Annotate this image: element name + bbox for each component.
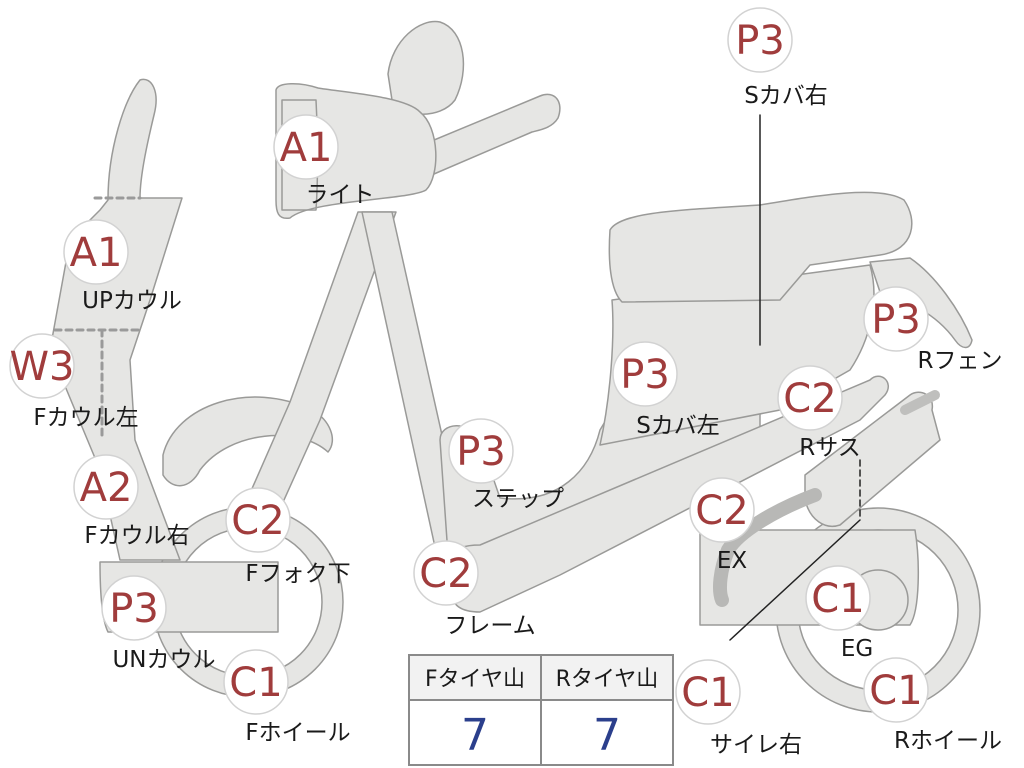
tire-tread-table: Fタイヤ山 Rタイヤ山 7 7 xyxy=(408,654,674,766)
front-tire-header: Fタイヤ山 xyxy=(425,667,525,692)
grade-code: P3 xyxy=(871,297,921,343)
part-badge-light: A1 ライト xyxy=(273,114,375,208)
grade-code: A1 xyxy=(70,230,123,276)
grade-badge-circle xyxy=(9,333,75,399)
rear-tire-header: Rタイヤ山 xyxy=(556,667,659,692)
grade-badge-circle xyxy=(101,575,167,641)
grade-code: C2 xyxy=(783,376,836,422)
rear-tire-value: 7 xyxy=(593,710,621,761)
grade-code: A2 xyxy=(80,465,133,511)
part-label: サイレ右 xyxy=(710,732,802,758)
part-label: Fフォク下 xyxy=(245,561,350,587)
part-label: Sカバ左 xyxy=(636,413,720,439)
part-label: EX xyxy=(717,548,748,574)
grade-badge-circle xyxy=(675,659,741,725)
part-badge-step: P3 ステップ xyxy=(448,418,564,512)
part-label: Rフェン xyxy=(918,348,1003,374)
part-badges: A1UPカウルW3Fカウル左A2Fカウル右P3UNカウルA1ライトC2Fフォク下… xyxy=(9,7,1003,758)
part-label: Fホイール xyxy=(245,720,350,746)
part-label: フレーム xyxy=(444,613,535,639)
part-label: UNカウル xyxy=(112,647,215,673)
rear-shock-shape xyxy=(804,391,941,527)
grade-code: P3 xyxy=(456,429,506,475)
grade-badge-circle xyxy=(689,477,755,543)
grade-badge-circle xyxy=(225,487,291,553)
part-label: ライト xyxy=(306,182,375,208)
grade-badge-circle xyxy=(863,286,929,352)
part-label: Fカウル左 xyxy=(33,405,138,431)
tire-table-frame-top xyxy=(408,654,674,766)
grade-code: C1 xyxy=(869,668,922,714)
part-badge-muffler-right: C1 サイレ右 xyxy=(675,659,802,758)
part-label: Sカバ右 xyxy=(744,83,828,109)
grade-code: P3 xyxy=(620,352,670,398)
leader-line-muffler xyxy=(729,519,861,641)
part-label: UPカウル xyxy=(82,288,182,314)
grade-code: C2 xyxy=(231,498,284,544)
part-badge-frame: C2 フレーム xyxy=(413,540,536,639)
scooter-silhouette xyxy=(49,20,981,713)
grade-code: W3 xyxy=(10,344,75,390)
grade-badge-circle xyxy=(805,565,871,631)
grade-badge-circle xyxy=(777,365,843,431)
grade-code: C1 xyxy=(681,670,734,716)
grade-code: C2 xyxy=(695,488,748,534)
grade-badge-circle xyxy=(273,114,339,180)
grade-badge-circle xyxy=(448,418,514,484)
rear-shock-rod xyxy=(900,390,940,415)
grade-code: A1 xyxy=(280,125,333,171)
part-label: Rホイール xyxy=(894,728,1002,754)
grade-badge-circle xyxy=(612,341,678,407)
grade-code: P3 xyxy=(109,586,159,632)
part-label: ステップ xyxy=(472,486,564,512)
mirror-shape xyxy=(387,20,465,115)
grade-badge-circle xyxy=(727,7,793,73)
grade-badge-circle xyxy=(63,219,129,285)
front-cowl-shape xyxy=(49,78,183,561)
grade-code: C2 xyxy=(419,551,472,597)
grade-badge-circle xyxy=(413,540,479,606)
grade-badge-circle xyxy=(863,657,929,723)
grade-badge-circle xyxy=(223,649,289,715)
grade-badge-circle xyxy=(73,454,139,520)
part-label: Rサス xyxy=(799,435,861,461)
handlebar-shape xyxy=(409,93,561,181)
grade-code: C1 xyxy=(229,660,282,706)
exhaust-pipe-shape xyxy=(713,488,822,607)
grade-code: C1 xyxy=(811,576,864,622)
part-label: Fカウル右 xyxy=(84,523,189,549)
front-tire-value: 7 xyxy=(461,710,489,761)
grade-code: P3 xyxy=(735,18,785,64)
part-label: EG xyxy=(841,636,873,662)
